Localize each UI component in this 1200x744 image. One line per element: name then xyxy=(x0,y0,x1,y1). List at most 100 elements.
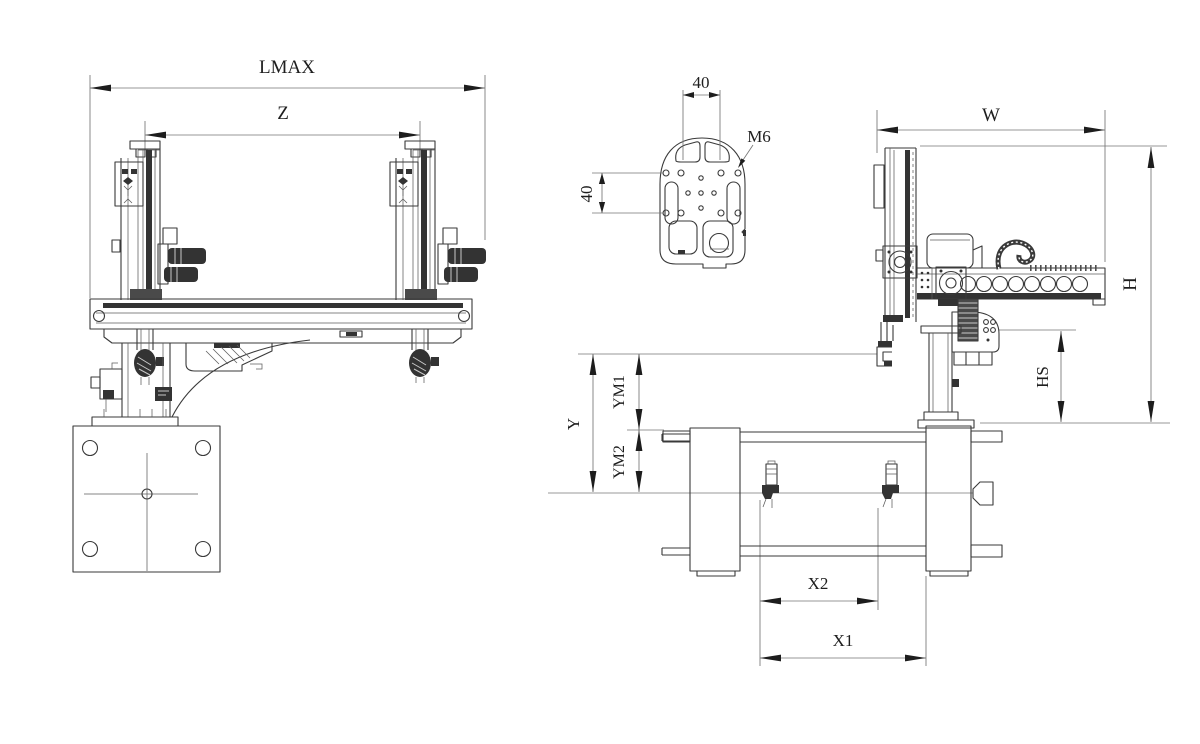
arrowhead xyxy=(589,354,597,375)
core-pull-unit xyxy=(882,460,899,508)
dim-plate-pitch-x: 40 xyxy=(682,73,721,160)
rod-clamp xyxy=(134,349,156,377)
dim-y: Y xyxy=(564,353,877,492)
gearhead xyxy=(442,227,458,245)
front-left-vertical-arm xyxy=(111,140,206,300)
arm-end-gripper xyxy=(876,322,894,367)
brand-plate xyxy=(389,161,419,207)
dim-w: W xyxy=(876,105,1106,262)
injection-nozzle xyxy=(972,481,994,506)
thread-label: M6 xyxy=(747,127,771,146)
arrowhead xyxy=(598,173,606,184)
sprue-circle xyxy=(708,232,730,254)
gearbox-body xyxy=(951,311,1000,353)
arrowhead xyxy=(857,597,878,605)
z-carriage xyxy=(875,245,918,279)
arrowhead xyxy=(738,158,746,168)
dim-label-z: Z xyxy=(277,103,289,124)
arrowhead xyxy=(598,202,606,213)
thread-callout: M6 xyxy=(738,127,771,168)
linear-rail xyxy=(421,150,427,300)
dim-label-hs: HS xyxy=(1033,366,1052,388)
side-view: W H HS Y YM1 YM xyxy=(548,105,1170,666)
arrowhead xyxy=(399,131,420,139)
side-column xyxy=(917,325,975,429)
column-base xyxy=(917,419,975,429)
brand-plate xyxy=(114,161,144,207)
traverse-beam xyxy=(89,298,473,344)
dim-h: H xyxy=(920,145,1170,424)
mounting-plate-detail: 40 40 M6 xyxy=(577,73,771,269)
arrowhead xyxy=(635,471,643,492)
linear-rail xyxy=(905,150,910,318)
dim-label-x1: X1 xyxy=(833,631,854,650)
mounting-hole xyxy=(194,540,212,558)
centerlines xyxy=(84,453,198,571)
arrowhead xyxy=(877,126,898,134)
dim-label-plate-pitch-x: 40 xyxy=(693,73,710,92)
arrowhead xyxy=(464,84,485,92)
beam-under-plate xyxy=(103,329,462,344)
tie-bars xyxy=(740,431,926,557)
brand-marks xyxy=(122,169,137,204)
dim-lmax: LMAX xyxy=(89,57,486,298)
side-vertical-arm xyxy=(873,147,918,367)
arrowhead xyxy=(760,654,781,662)
beam-joint xyxy=(405,289,437,300)
tie-bar-stub xyxy=(661,433,690,442)
dim-label-h: H xyxy=(1120,277,1141,291)
dim-label-w: W xyxy=(982,105,1000,126)
front-right-vertical-arm xyxy=(389,140,486,300)
mast-outline xyxy=(120,149,161,300)
dim-label-ym1: YM1 xyxy=(611,375,628,409)
dim-label-lmax: LMAX xyxy=(259,57,315,78)
injection-molding-machine xyxy=(661,425,1003,577)
beam-end-foot xyxy=(1092,298,1106,306)
beam-lightening-holes xyxy=(959,275,1089,293)
dim-label-x2: X2 xyxy=(808,574,829,593)
column-top-flange xyxy=(920,325,962,334)
brand-marks xyxy=(397,169,412,204)
arrowhead xyxy=(1147,401,1155,422)
tie-bar-stub xyxy=(970,544,1003,558)
platen-foot xyxy=(696,570,736,577)
mounting-hole xyxy=(81,439,99,457)
arrowhead xyxy=(90,84,111,92)
dim-label-plate-pitch-y: 40 xyxy=(577,186,596,203)
dim-ym2: YM2 xyxy=(611,430,643,492)
rod-clamp xyxy=(409,349,431,377)
wrist-drive-unit xyxy=(951,298,1000,366)
slot-right xyxy=(726,181,741,225)
gusset-curve xyxy=(171,339,311,418)
dim-x2: X2 xyxy=(759,500,879,666)
beam-rail xyxy=(103,303,463,308)
base-outline xyxy=(72,425,221,573)
left-gripper-rod xyxy=(134,329,164,385)
mast-outline xyxy=(395,149,436,300)
beam-bottom-rail xyxy=(917,293,1101,299)
beam-end-hole xyxy=(457,309,471,323)
dim-z-lines xyxy=(144,121,421,150)
motor-mount xyxy=(157,243,169,285)
arrowhead xyxy=(760,597,781,605)
arrowhead xyxy=(635,430,643,451)
dim-label-y: Y xyxy=(564,418,583,430)
motor-mount xyxy=(437,243,449,285)
gearhead xyxy=(162,227,178,245)
dim-x1: X1 xyxy=(760,576,927,666)
tie-bar-stub xyxy=(661,547,690,556)
arrowhead xyxy=(709,92,720,98)
cutout-top-left xyxy=(675,141,701,163)
cutout-top-right xyxy=(704,141,730,163)
column-label xyxy=(155,387,172,401)
gear-stack xyxy=(958,299,978,341)
core-pull-unit xyxy=(762,460,779,508)
beam-joint xyxy=(130,289,162,300)
dim-lmax-lines xyxy=(89,75,486,298)
dim-plate-pitch-y: 40 xyxy=(577,172,664,214)
arm-side-plate xyxy=(873,164,885,209)
arrowhead xyxy=(1147,147,1155,168)
